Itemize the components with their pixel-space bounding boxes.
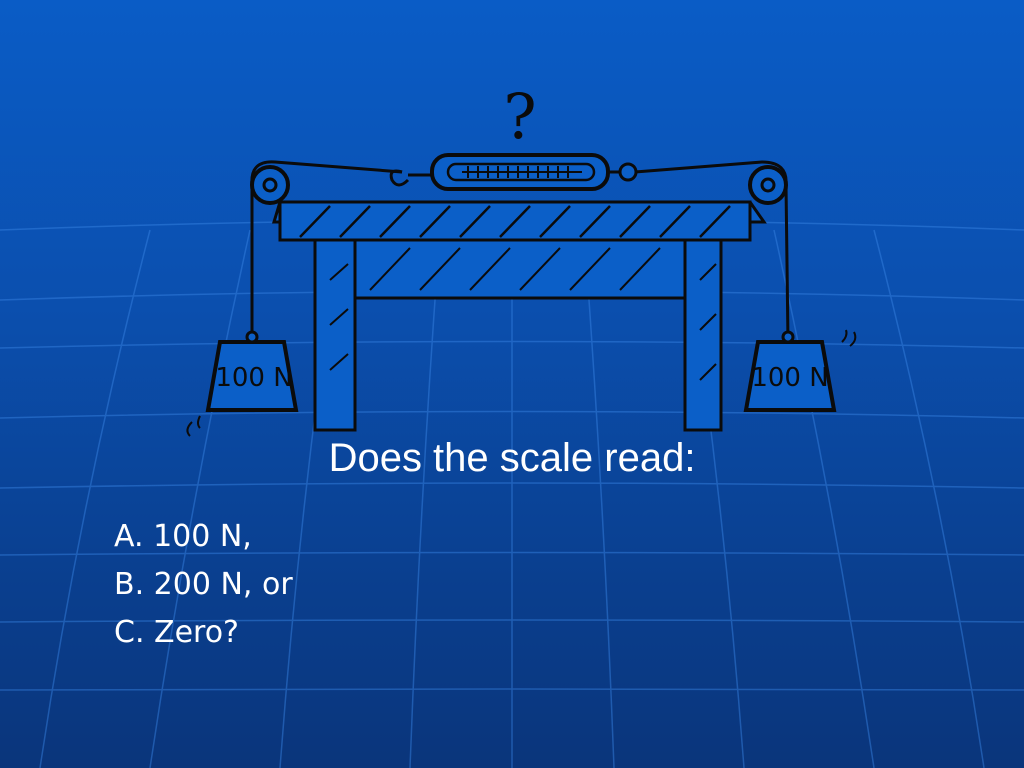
left-pulley [250, 165, 290, 205]
spring-scale [389, 153, 638, 191]
answer-options: A. 100 N, B. 200 N, or C. Zero? [114, 513, 293, 657]
option-c: C. Zero? [114, 615, 239, 650]
right-pulley [748, 165, 788, 205]
question-mark: ? [503, 80, 536, 153]
left-weight: 100 N [186, 330, 299, 437]
right-weight: 100 N [743, 329, 857, 412]
left-weight-label: 100 N [215, 363, 292, 393]
strings [250, 160, 790, 343]
slide-title: Does the scale read: [328, 436, 696, 480]
table [271, 200, 767, 432]
option-b: B. 200 N, or [114, 567, 293, 602]
scale-and-table-illustration: ? [186, 80, 857, 437]
right-weight-label: 100 N [751, 363, 828, 393]
option-a: A. 100 N, [114, 519, 252, 554]
